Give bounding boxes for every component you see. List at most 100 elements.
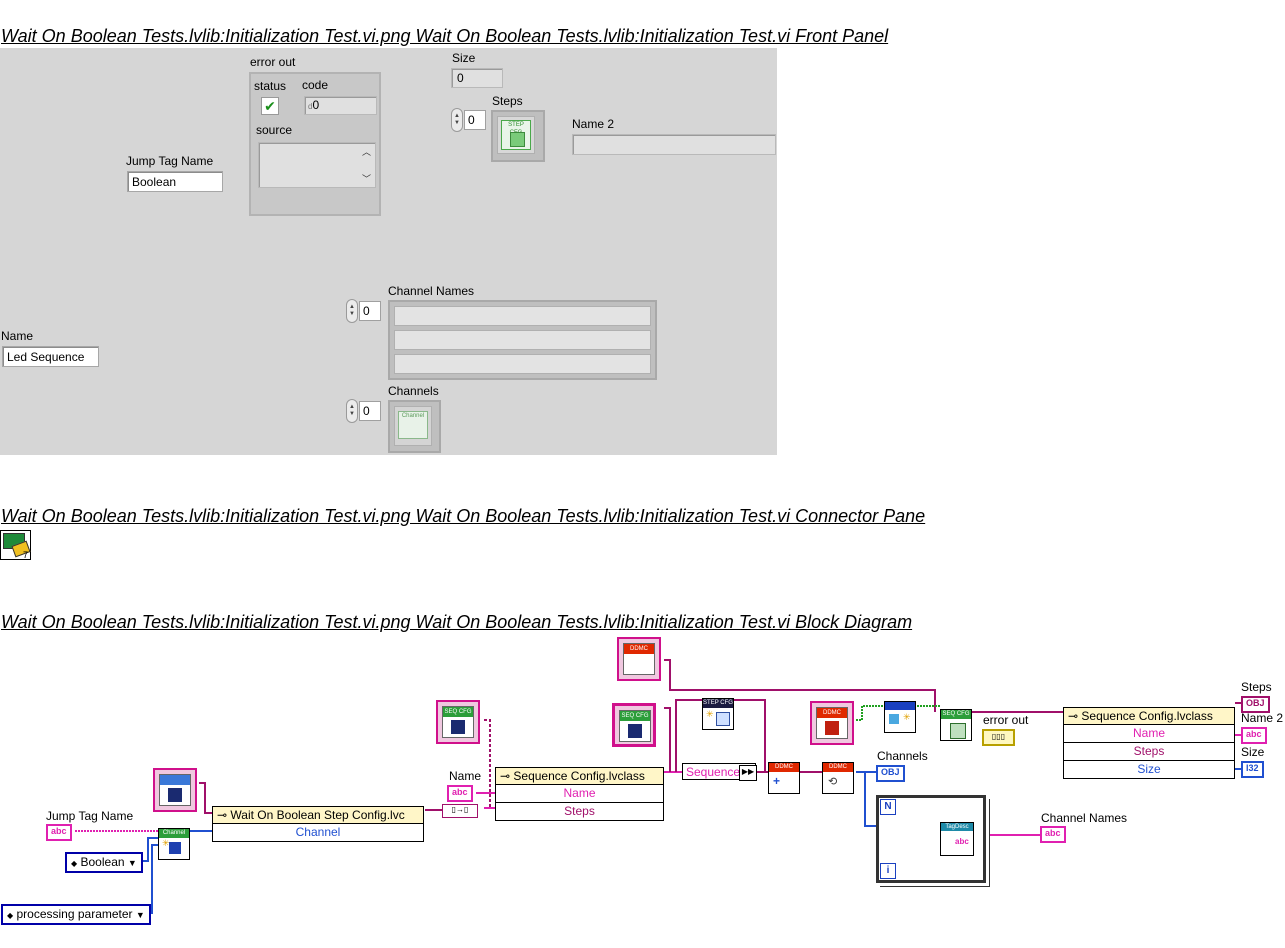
channel-names-element xyxy=(394,354,651,374)
channels-element: Channel xyxy=(394,406,432,446)
bd-channel-names-terminal[interactable]: abc xyxy=(1040,826,1066,843)
bd-name-terminal[interactable]: abc xyxy=(447,785,473,802)
property-node-icon: ⊸ xyxy=(1068,709,1079,723)
channels-array: Channel xyxy=(388,400,441,453)
wait-step-class-constant[interactable] xyxy=(153,768,197,812)
jump-tag-name-control[interactable]: Boolean xyxy=(127,171,223,192)
sequence-config-property-node-1[interactable]: ⊸ Sequence Config.lvclass Name Steps xyxy=(495,767,664,821)
tag-desc-node[interactable]: TagDesc abc xyxy=(940,822,974,856)
get-icon: ⟲ xyxy=(828,776,838,788)
jump-tag-name-label: Jump Tag Name xyxy=(126,154,214,168)
class-inner: SEQ CFG xyxy=(619,710,651,742)
channels-index-value[interactable]: 0 xyxy=(359,401,381,421)
bd-name-label: Name xyxy=(449,769,482,783)
bd-steps-terminal[interactable]: OBJ xyxy=(1241,696,1270,713)
channel-names-index-value[interactable]: 0 xyxy=(359,301,381,321)
cube-icon xyxy=(889,714,899,724)
seq-cfg-band: SEQ CFG xyxy=(620,711,650,721)
steps-index-spinner-icon[interactable]: ▲▼ xyxy=(451,108,463,132)
bd-error-out-label: error out xyxy=(983,713,1029,727)
bd-channels-terminal[interactable]: OBJ xyxy=(876,765,905,782)
bd-size-terminal[interactable]: I32 xyxy=(1241,761,1264,778)
seq-cfg-band: SEQ CFG xyxy=(443,707,473,717)
ddmc-get-node[interactable]: DDMC ⟲ xyxy=(822,762,854,794)
loop-count-n[interactable]: N xyxy=(880,799,896,815)
dropdown-arrow-icon[interactable]: ▼ xyxy=(127,858,137,868)
ddmc-class-constant-top[interactable]: DDMC xyxy=(617,637,661,681)
to-more-generic-node[interactable]: ▯→▯ xyxy=(442,804,478,818)
node-band xyxy=(885,702,915,710)
class-band xyxy=(160,775,190,785)
processing-parameter-constant[interactable]: ◆ processing parameter ▼ xyxy=(1,904,151,925)
connector-pane-title: Wait On Boolean Tests.lvlib:Initializati… xyxy=(1,506,926,526)
add-icon: + xyxy=(773,774,781,788)
steps-array: STEP CFG xyxy=(491,110,545,162)
size-label: Size xyxy=(452,51,476,65)
seq-cfg-set-node[interactable]: SEQ CFG xyxy=(940,709,972,741)
seq-cfg-class-constant-2[interactable]: SEQ CFG xyxy=(612,703,656,747)
connector-pane-icon: 7 xyxy=(0,530,31,560)
seq2-size-property[interactable]: Size xyxy=(1137,762,1161,776)
vi-icon-mark: 7 xyxy=(23,550,29,560)
ddmc-class-constant-middle[interactable]: DDMC xyxy=(810,701,854,745)
seq2-steps-property[interactable]: Steps xyxy=(1064,743,1234,761)
bd-jump-tag-name-terminal[interactable]: abc xyxy=(46,824,72,841)
channel-names-index-spinner-icon[interactable]: ▲▼ xyxy=(346,299,358,323)
cube-icon xyxy=(168,788,182,802)
steps-index-value[interactable]: 0 xyxy=(464,110,486,130)
class-inner xyxy=(159,774,191,806)
boolean-ring-value: Boolean xyxy=(80,855,125,869)
sequence-config-node-title: Sequence Config.lvclass xyxy=(1081,709,1213,723)
channel-names-index[interactable]: ▲▼ 0 xyxy=(346,299,381,323)
bd-name2-terminal[interactable]: abc xyxy=(1241,727,1267,744)
cube-icon xyxy=(169,842,181,854)
channels-index-spinner-icon[interactable]: ▲▼ xyxy=(346,399,358,423)
for-loop[interactable]: N i TagDesc abc xyxy=(876,795,986,883)
channels-index[interactable]: ▲▼ 0 xyxy=(346,399,381,423)
name2-label: Name 2 xyxy=(572,117,615,131)
wait-step-channel-property[interactable]: Channel xyxy=(295,825,341,839)
sequence-config-node-title: Sequence Config.lvclass xyxy=(513,769,645,783)
ddmc-add-node[interactable]: DDMC + xyxy=(768,762,800,794)
sequence-config-node-header: ⊸ Sequence Config.lvclass xyxy=(496,768,663,785)
scroll-down-icon[interactable]: ﹀ xyxy=(361,174,371,184)
class-inner: SEQ CFG xyxy=(442,706,474,738)
error-out-cluster: status ✔ code d0 source ︿ ﹀ xyxy=(249,72,381,216)
seq2-name-property[interactable]: Name xyxy=(1064,725,1234,743)
channel-icon: Channel xyxy=(398,411,428,439)
seq1-steps-property[interactable]: Steps xyxy=(564,804,595,818)
error-cluster-icon: ▯▯▯ xyxy=(991,732,1006,741)
name-control[interactable]: Led Sequence xyxy=(2,346,99,367)
bd-steps-label: Steps xyxy=(1241,680,1272,694)
front-panel-title: Wait On Boolean Tests.lvlib:Initializati… xyxy=(1,26,889,46)
source-indicator: ︿ ﹀ xyxy=(258,142,376,188)
scroll-up-icon[interactable]: ︿ xyxy=(361,147,371,157)
code-value: 0 xyxy=(312,98,320,112)
code-indicator: d0 xyxy=(304,96,377,115)
new-channel-node[interactable]: ✳ xyxy=(884,701,916,733)
boolean-ring-constant[interactable]: ◆ Boolean ▼ xyxy=(65,852,143,873)
sparkle-icon: ✳ xyxy=(903,712,911,722)
bundle-arrows-icon[interactable]: ▶▶ xyxy=(739,765,757,781)
block-diagram-title: Wait On Boolean Tests.lvlib:Initializati… xyxy=(1,612,913,632)
seq1-name-property[interactable]: Name xyxy=(496,785,663,803)
channels-label: Channels xyxy=(388,384,439,398)
channel-names-element xyxy=(394,330,651,350)
step-cfg-create-node[interactable]: STEP CFG ✳ xyxy=(702,698,734,730)
cube-icon xyxy=(825,721,839,735)
processing-parameter-value: processing parameter xyxy=(16,907,133,921)
seq-cfg-class-constant[interactable]: SEQ CFG xyxy=(436,700,480,744)
dropdown-arrow-icon[interactable]: ▼ xyxy=(135,910,145,920)
wait-step-property-node[interactable]: ⊸ Wait On Boolean Step Config.lvc Channe… xyxy=(212,806,424,842)
sequence-config-property-node-2[interactable]: ⊸ Sequence Config.lvclass Name Steps Siz… xyxy=(1063,707,1235,779)
front-panel: error out status ✔ code d0 source ︿ ﹀ Si… xyxy=(0,48,777,455)
status-checkmark-icon: ✔ xyxy=(261,97,279,115)
sparkle-icon: ✳ xyxy=(706,709,714,719)
steps-index[interactable]: ▲▼ 0 xyxy=(451,108,486,132)
bd-size-label: Size xyxy=(1241,745,1265,759)
bd-error-out-terminal[interactable]: ▯▯▯ xyxy=(982,729,1015,746)
cube-icon xyxy=(628,724,642,738)
step-cfg-band: STEP CFG xyxy=(703,699,733,708)
wait-step-node-header: ⊸ Wait On Boolean Step Config.lvc xyxy=(213,807,423,824)
channel-create-node[interactable]: Channel ✳ xyxy=(158,828,190,860)
